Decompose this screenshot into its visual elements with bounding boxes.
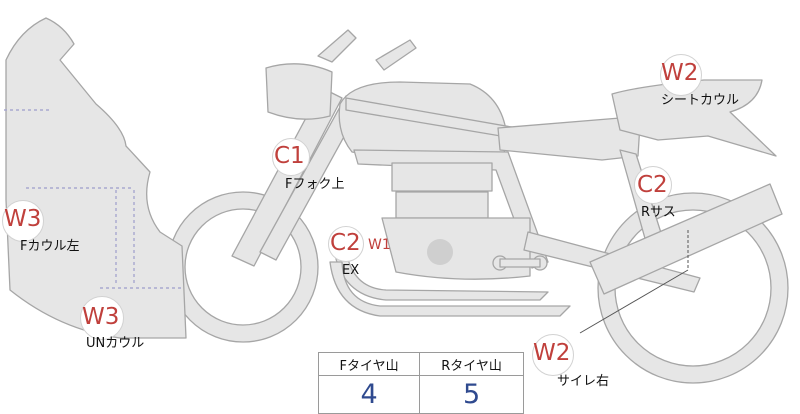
seat-cowl bbox=[611, 79, 777, 157]
frame-down-tube bbox=[353, 149, 549, 269]
front-tire-value: 4 bbox=[317, 375, 421, 414]
label-w3-left-code: W3 bbox=[4, 206, 42, 232]
front-tire-header: Fタイヤ山 bbox=[317, 352, 421, 376]
label-c1-text: Fフォク上 bbox=[285, 177, 345, 192]
label-w1-code: W1 bbox=[368, 237, 391, 253]
label-rsas-text: Rサス bbox=[641, 205, 676, 220]
front-fork bbox=[231, 87, 343, 267]
rear-tire-value: 5 bbox=[419, 375, 524, 414]
badge-c2-ex bbox=[328, 226, 364, 262]
label-muffler-text: サイレ右 bbox=[557, 374, 610, 389]
exhaust-pipe-lower bbox=[329, 261, 571, 317]
badge-c1 bbox=[272, 138, 310, 176]
engine bbox=[381, 162, 548, 280]
label-w2-muffler-code: W2 bbox=[533, 340, 571, 366]
label-c2-rsas-code: C2 bbox=[637, 172, 668, 198]
label-w2-seat-code: W2 bbox=[661, 60, 699, 86]
badge-w3-under bbox=[80, 296, 124, 340]
handlebar bbox=[317, 29, 357, 63]
label-ex-text: EX bbox=[342, 263, 360, 278]
badge-c2-rsas bbox=[634, 166, 672, 204]
muffler-leader-diagonal bbox=[579, 269, 689, 334]
label-fcowl-left-text: Fカウル左 bbox=[20, 239, 80, 254]
tire-tread-table: Fタイヤ山 Rタイヤ山 4 5 bbox=[317, 352, 524, 414]
label-under-cowl-text: UNカウル bbox=[86, 336, 145, 351]
badge-w2-seat bbox=[660, 54, 702, 96]
badge-w2-muffler bbox=[532, 334, 574, 376]
rear-tire-header: Rタイヤ山 bbox=[419, 352, 524, 376]
label-seat-cowl-text: シートカウル bbox=[661, 93, 740, 108]
badge-w3-left bbox=[2, 200, 44, 242]
handlebar-right bbox=[375, 39, 417, 71]
headlight bbox=[265, 63, 333, 120]
label-c2-ex-code: C2 bbox=[330, 230, 361, 256]
muffler bbox=[589, 183, 783, 295]
label-c1-code: C1 bbox=[274, 143, 305, 169]
front-cowl bbox=[5, 17, 187, 339]
label-w3-under-code: W3 bbox=[82, 304, 120, 330]
